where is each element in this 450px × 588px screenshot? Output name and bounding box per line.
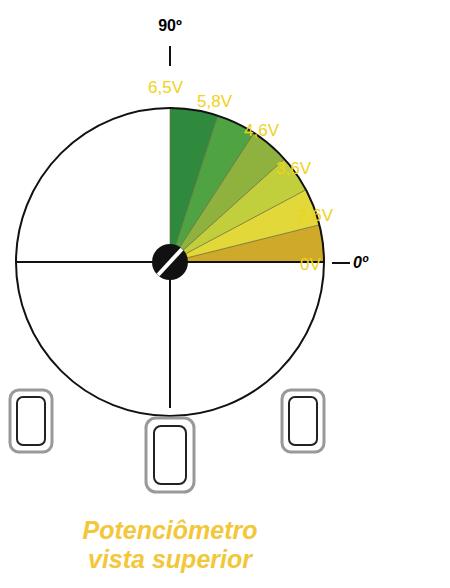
voltage-sectors (170, 108, 324, 262)
terminal-pin (10, 390, 52, 452)
voltage-label: 4,6V (244, 122, 279, 139)
voltage-label: 2,6V (298, 207, 333, 224)
shaft-knob (152, 244, 188, 280)
terminal-pin (146, 418, 194, 492)
angle-label: 0º (353, 255, 368, 271)
angle-tick (332, 262, 350, 264)
voltage-label: 3,6V (276, 160, 311, 177)
axis-line (169, 262, 171, 408)
voltage-sector (170, 108, 218, 262)
voltage-label: 0V (300, 256, 321, 273)
shaft-slot (158, 249, 182, 275)
potentiometer-body (16, 108, 324, 416)
angle-label: 90º (158, 18, 182, 34)
voltage-label: 6,5V (148, 79, 183, 96)
angle-tick (169, 46, 171, 66)
voltage-label: 5,8V (197, 93, 232, 110)
figure-caption: Potenciômetro vista superior (55, 516, 285, 574)
terminal-pin (282, 390, 324, 452)
